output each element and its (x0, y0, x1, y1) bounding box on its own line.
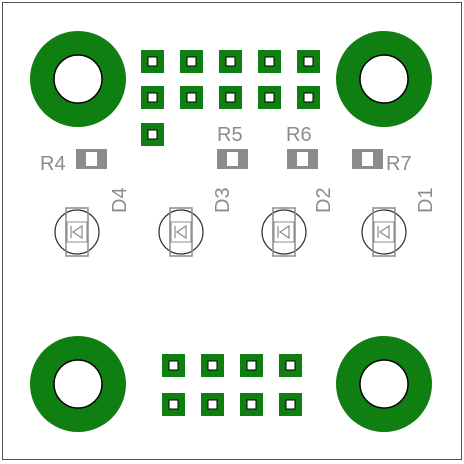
mounting-hole-bottom-left (30, 336, 126, 432)
label-r4: R4 (40, 153, 66, 175)
mounting-hole-bottom-right (336, 336, 432, 432)
pad (219, 86, 242, 109)
pad (201, 354, 224, 377)
pad (141, 50, 164, 73)
pad (258, 86, 281, 109)
pad (180, 86, 203, 109)
pad (141, 123, 164, 146)
label-r7: R7 (386, 153, 412, 175)
pad (219, 50, 242, 73)
label-d2: D2 (313, 187, 335, 213)
pad (240, 354, 263, 377)
resistor-r6 (287, 149, 318, 169)
pad (297, 86, 320, 109)
label-r6: R6 (286, 124, 312, 146)
pad (162, 354, 185, 377)
pad (279, 354, 302, 377)
pad (240, 393, 263, 416)
resistor-r4 (76, 149, 107, 169)
pad (201, 393, 224, 416)
pad (141, 86, 164, 109)
label-d3: D3 (212, 187, 234, 213)
bottom-header-pads (162, 354, 302, 416)
top-header-pads (141, 50, 320, 146)
diode-d2 (261, 207, 307, 257)
diode-d1 (361, 207, 407, 257)
mounting-hole-top-right (336, 31, 432, 127)
diode-d4 (54, 207, 100, 257)
pad (279, 393, 302, 416)
label-d1: D1 (415, 187, 437, 213)
pad (258, 50, 281, 73)
pad (180, 50, 203, 73)
pad (162, 393, 185, 416)
mounting-hole-top-left (30, 31, 126, 127)
label-d4: D4 (109, 187, 131, 213)
diode-d3 (158, 207, 204, 257)
resistor-r5 (217, 149, 248, 169)
label-r5: R5 (217, 124, 243, 146)
pad (297, 50, 320, 73)
resistor-r7 (352, 149, 383, 169)
